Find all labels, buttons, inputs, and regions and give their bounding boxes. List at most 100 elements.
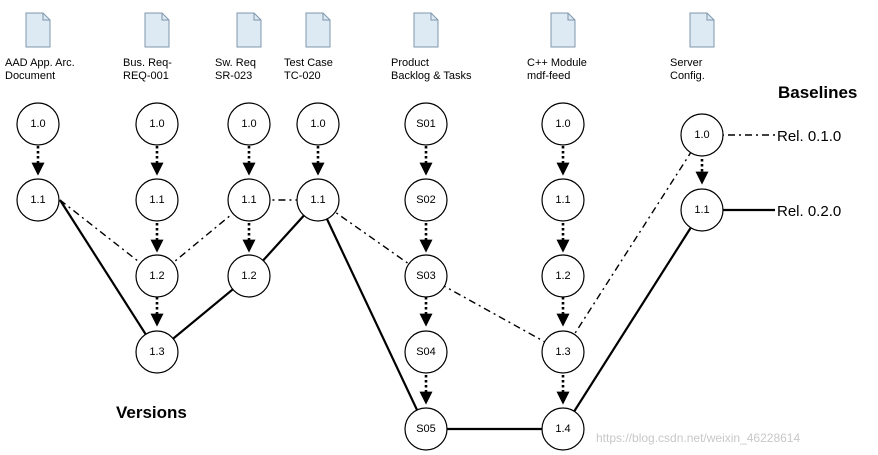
doc-3-line-1: TC-020 [284, 70, 321, 82]
version-node-circle [135, 178, 179, 222]
document-icon [305, 12, 331, 48]
version-node: 1.2 [227, 254, 271, 298]
version-node: 1.1 [680, 188, 724, 232]
version-node: 1.2 [541, 254, 585, 298]
version-node-label: 1.0 [30, 118, 45, 130]
version-node-label: 1.1 [30, 194, 45, 206]
version-node: 1.1 [135, 178, 179, 222]
version-node: S02 [404, 178, 448, 222]
version-node: 1.3 [541, 330, 585, 374]
version-node-circle [16, 178, 60, 222]
doc-3-line-0: Test Case [284, 57, 333, 69]
document-icon [689, 12, 715, 48]
version-node-circle [680, 188, 724, 232]
doc-5-line-0: C++ Module [527, 57, 587, 69]
version-node: 1.1 [16, 178, 60, 222]
version-node-label: 1.0 [241, 118, 256, 130]
version-node-circle [680, 113, 724, 157]
version-node-circle [404, 178, 448, 222]
version-node: S03 [404, 254, 448, 298]
version-node: 1.1 [296, 178, 340, 222]
document-icon-fold [253, 13, 261, 21]
version-node-circle [135, 254, 179, 298]
version-node: 1.0 [541, 102, 585, 146]
document-icons [25, 12, 715, 48]
document-icon-fold [567, 13, 575, 21]
document-icon-fold [430, 13, 438, 21]
watermark-text: https://blog.csdn.net/weixin_46228614 [596, 431, 800, 445]
version-node: S01 [404, 102, 448, 146]
version-node: 1.3 [135, 330, 179, 374]
version-node: 1.0 [680, 113, 724, 157]
version-node-circle [541, 330, 585, 374]
version-node-label: S04 [416, 346, 436, 358]
document-icon [144, 12, 170, 48]
version-node-circle [404, 254, 448, 298]
version-node-label: 1.2 [149, 270, 164, 282]
version-node: 1.0 [227, 102, 271, 146]
version-node-label: 1.1 [149, 194, 164, 206]
version-node: S04 [404, 330, 448, 374]
version-node-circle [16, 102, 60, 146]
baselines-heading: Baselines [778, 83, 857, 102]
document-icon-fold [706, 13, 714, 21]
version-node: 1.4 [541, 407, 585, 451]
doc-1-line-0: Bus. Req- [123, 57, 172, 69]
doc-1-line-1: REQ-001 [123, 70, 169, 82]
version-node-label: S01 [416, 118, 436, 130]
version-node-circle [227, 178, 271, 222]
version-node-label: S05 [416, 423, 436, 435]
version-node-label: S02 [416, 194, 436, 206]
doc-2-line-0: Sw. Req [215, 57, 256, 69]
version-node-circle [296, 178, 340, 222]
document-labels: AAD App. Arc. Document Bus. Req- REQ-001… [5, 57, 705, 82]
version-node-label: 1.0 [310, 118, 325, 130]
version-node-circle [404, 330, 448, 374]
version-node-circle [541, 407, 585, 451]
doc-6-line-0: Server [670, 57, 703, 69]
version-node-circle [404, 407, 448, 451]
version-node-label: S03 [416, 270, 436, 282]
version-node-label: 1.0 [149, 118, 164, 130]
doc-5-line-1: mdf-feed [527, 70, 570, 82]
version-node-label: 1.2 [555, 270, 570, 282]
version-node: 1.1 [541, 178, 585, 222]
release-label-0-2-0: Rel. 0.2.0 [777, 203, 841, 220]
version-node-label: 1.3 [555, 346, 570, 358]
version-node-circle [541, 102, 585, 146]
document-icon-fold [161, 13, 169, 21]
version-node-circle [135, 330, 179, 374]
doc-4-line-1: Backlog & Tasks [391, 70, 472, 82]
baseline-rel-0-2-0-line [59, 198, 775, 431]
version-node: 1.0 [135, 102, 179, 146]
version-node-label: 1.4 [555, 423, 570, 435]
doc-6-line-1: Config. [670, 70, 705, 82]
version-node-circle [541, 254, 585, 298]
baseline-rel-0-1-0-line [59, 134, 775, 353]
version-node-circle [404, 102, 448, 146]
version-nodes: 1.0 1.1 1.0 1.1 1.2 1.3 1.0 1.1 1.2 1.0 1.1 S01S02S… [16, 102, 724, 451]
version-node-circle [541, 178, 585, 222]
version-node-circle [296, 102, 340, 146]
document-icon [236, 12, 262, 48]
version-node-label: 1.3 [149, 346, 164, 358]
version-node-label: 1.0 [694, 129, 709, 141]
version-node: 1.0 [16, 102, 60, 146]
document-icon [550, 12, 576, 48]
version-node: 1.1 [227, 178, 271, 222]
version-node: S05 [404, 407, 448, 451]
version-node-label: 1.1 [555, 194, 570, 206]
version-node: 1.2 [135, 254, 179, 298]
version-node-circle [227, 254, 271, 298]
document-icon-fold [42, 13, 50, 21]
version-node-circle [227, 102, 271, 146]
version-node-circle [135, 102, 179, 146]
version-node-label: 1.0 [555, 118, 570, 130]
doc-2-line-1: SR-023 [215, 70, 252, 82]
doc-0-line-1: Document [5, 70, 55, 82]
document-icon-fold [322, 13, 330, 21]
document-icon [413, 12, 439, 48]
version-node-label: 1.1 [241, 194, 256, 206]
version-node-label: 1.2 [241, 270, 256, 282]
